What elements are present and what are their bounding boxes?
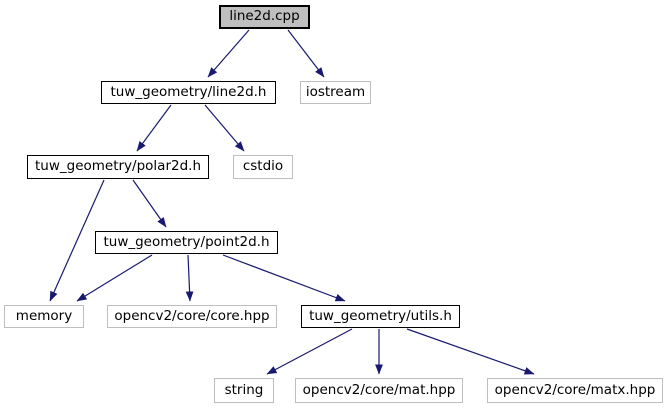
graph-node-cstdio: cstdio (233, 155, 293, 179)
edge-utils-h-to-matx-hpp (406, 328, 535, 375)
edge-point2d-h-to-utils-h (222, 254, 346, 302)
edge-point2d-h-to-core-hpp (185, 254, 194, 302)
graph-node-iostream: iostream (300, 81, 371, 104)
edge-utils-h-to-string (266, 328, 353, 375)
graph-node-mat-hpp: opencv2/core/mat.hpp (295, 378, 463, 403)
edge-line2d-h-to-polar2d-h (136, 104, 172, 152)
edge-line2d-h-to-cstdio (204, 104, 245, 152)
graph-node-utils-h[interactable]: tuw_geometry/utils.h (301, 305, 460, 328)
edge-point2d-h-to-memory (76, 254, 153, 302)
graph-node-core-hpp: opencv2/core/core.hpp (107, 305, 277, 328)
graph-node-line2d-h[interactable]: tuw_geometry/line2d.h (101, 81, 276, 104)
graph-node-memory: memory (4, 305, 84, 328)
edge-line2d-cpp-to-iostream (287, 29, 325, 78)
graph-node-point2d-h[interactable]: tuw_geometry/point2d.h (95, 231, 278, 254)
graph-node-polar2d-h[interactable]: tuw_geometry/polar2d.h (27, 155, 209, 179)
graph-node-string: string (214, 378, 274, 403)
edge-line2d-cpp-to-line2d-h (207, 29, 250, 78)
graph-node-matx-hpp: opencv2/core/matx.hpp (487, 378, 663, 403)
graph-node-line2d-cpp: line2d.cpp (219, 5, 310, 29)
edge-polar2d-h-to-point2d-h (132, 179, 167, 228)
